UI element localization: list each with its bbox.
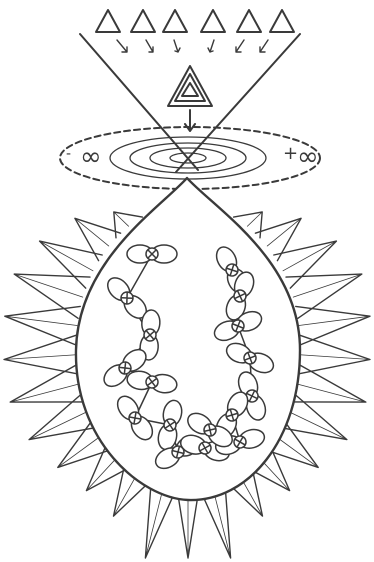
arrow-icon (117, 40, 127, 52)
triangle-icon (270, 10, 294, 32)
triangle-icon (237, 10, 261, 32)
triangle-icon (201, 10, 225, 32)
ray-midline (10, 384, 80, 403)
ray-midline (40, 241, 93, 271)
infinity-loop-icon (127, 245, 177, 263)
arrow-icon (260, 40, 268, 52)
nested-triangles-icon (168, 66, 212, 106)
ray-midline (283, 241, 336, 271)
ray-midline (14, 274, 83, 297)
arrow-icon (208, 40, 214, 52)
triangle-icon (96, 10, 120, 32)
arrow-icon (174, 40, 180, 52)
arrow-icon (146, 40, 153, 52)
top-triangle-row (96, 10, 294, 32)
arrow-icon (236, 40, 244, 52)
ray-spike (10, 365, 86, 403)
converging-arrows (117, 40, 268, 52)
positive-infinity-symbol: ∞ (297, 144, 319, 170)
negative-sign: - (66, 147, 71, 161)
ray-midline (29, 411, 89, 440)
ray-midline (75, 218, 109, 246)
triangle-icon (131, 10, 155, 32)
ray-midline (287, 411, 347, 440)
ray-midline (267, 218, 301, 246)
triangle-icon (163, 10, 187, 32)
positive-sign: + (283, 145, 298, 163)
ray-spike (290, 365, 366, 403)
hourglass-line-right (176, 34, 300, 172)
ray-spike (40, 241, 103, 288)
ray-midline (296, 384, 366, 403)
ray-midline (293, 274, 362, 297)
negative-infinity-symbol: ∞ (80, 144, 102, 170)
ray-midline (58, 435, 102, 467)
